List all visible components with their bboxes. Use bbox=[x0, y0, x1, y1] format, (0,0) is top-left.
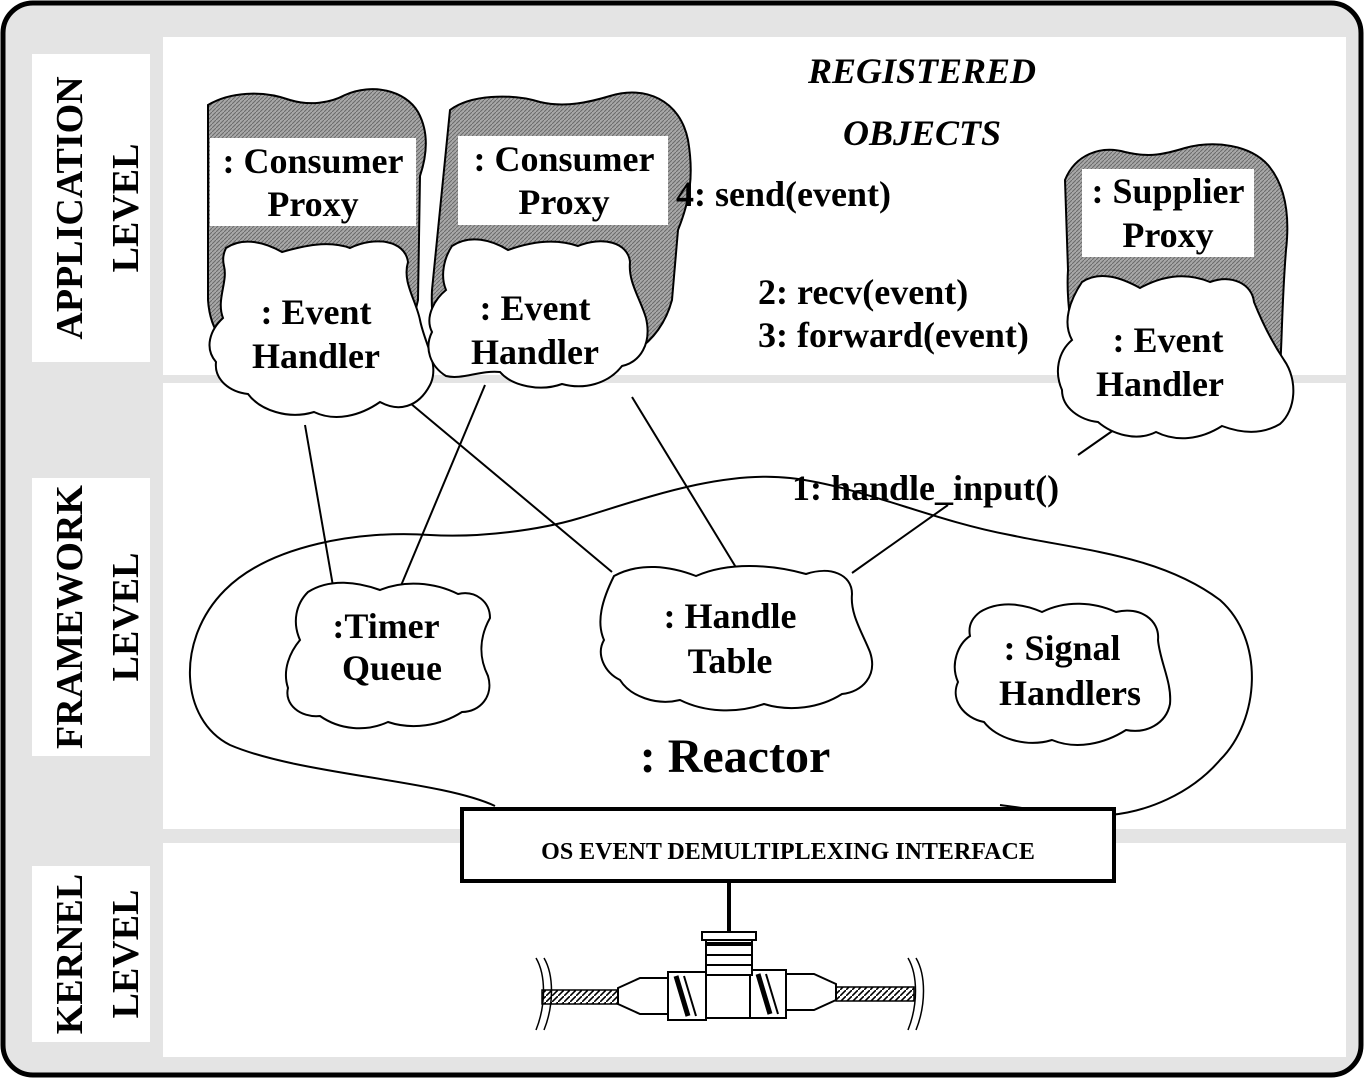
kernel-level-label: KERNEL bbox=[49, 874, 91, 1034]
handle-table-cloud bbox=[599, 565, 873, 712]
consumer-proxy-1-handler-label-line2: Handler bbox=[252, 336, 380, 376]
message-recv: 2: recv(event) bbox=[758, 272, 968, 312]
application-level-label-box bbox=[32, 54, 150, 362]
kernel-level-label-box bbox=[32, 866, 150, 1042]
signal-handlers-cloud bbox=[953, 602, 1172, 746]
framework-level-sublabel: LEVEL bbox=[105, 553, 147, 682]
consumer-proxy-1-label-box bbox=[210, 138, 416, 226]
reactor-label: : Reactor bbox=[640, 730, 831, 783]
supplier-proxy-handler-label-line2: Handler bbox=[1096, 364, 1224, 404]
kernel-level-sublabel: LEVEL bbox=[105, 890, 147, 1019]
link-consumer2-timerqueue bbox=[399, 384, 486, 589]
supplier-proxy-handler-label: : Event bbox=[1113, 320, 1224, 360]
consumer-proxy-1-label: : Consumer bbox=[223, 141, 404, 181]
link-consumer1-timerqueue bbox=[304, 424, 334, 587]
consumer-proxy-2-label-box bbox=[458, 136, 668, 225]
framework-level-label-box bbox=[32, 478, 150, 756]
registered-objects-heading-line2: OBJECTS bbox=[843, 113, 1001, 153]
message-send: 4: send(event) bbox=[676, 174, 891, 214]
timer-queue-cloud bbox=[284, 581, 492, 730]
signal-handlers-label-line2: Handlers bbox=[999, 673, 1141, 713]
handle-table-label: : Handle bbox=[663, 596, 796, 636]
message-handle-input: 1: handle_input() bbox=[792, 468, 1059, 508]
network-cable-connector bbox=[535, 881, 925, 1031]
consumer-proxy-2-handler-cloud bbox=[427, 238, 649, 389]
consumer-proxy-2-label-line2: Proxy bbox=[518, 182, 609, 222]
link-consumer1-handletable bbox=[409, 402, 613, 573]
link-consumer2-handletable bbox=[631, 396, 741, 575]
supplier-proxy-label: : Supplier bbox=[1091, 171, 1244, 211]
supplier-proxy-label-box bbox=[1082, 169, 1254, 257]
application-level-sublabel: LEVEL bbox=[105, 144, 147, 273]
consumer-proxy-1-handler-label: : Event bbox=[261, 292, 372, 332]
consumer-proxy-1-label-line2: Proxy bbox=[267, 184, 358, 224]
supplier-proxy-label-line2: Proxy bbox=[1122, 215, 1213, 255]
consumer-proxy-2-handler-label-line2: Handler bbox=[471, 332, 599, 372]
os-interface-label: OS EVENT DEMULTIPLEXING INTERFACE bbox=[541, 839, 1035, 865]
consumer-proxy-2-handler-label: : Event bbox=[480, 288, 591, 328]
message-forward: 3: forward(event) bbox=[758, 315, 1029, 355]
timer-queue-label-line2: Queue bbox=[342, 648, 442, 688]
application-level-label: APPLICATION bbox=[49, 76, 91, 339]
os-interface-box bbox=[460, 807, 1116, 883]
consumer-proxy-1-handler-cloud bbox=[208, 240, 435, 418]
consumer-proxy-2-label: : Consumer bbox=[474, 139, 655, 179]
signal-handlers-label: : Signal bbox=[1003, 628, 1120, 668]
supplier-proxy-handler-cloud bbox=[1056, 275, 1295, 440]
timer-queue-label: :Timer bbox=[332, 606, 439, 646]
handle-table-label-line2: Table bbox=[688, 641, 773, 681]
registered-objects-heading: REGISTERED bbox=[807, 51, 1036, 91]
framework-level-label: FRAMEWORK bbox=[49, 485, 91, 749]
